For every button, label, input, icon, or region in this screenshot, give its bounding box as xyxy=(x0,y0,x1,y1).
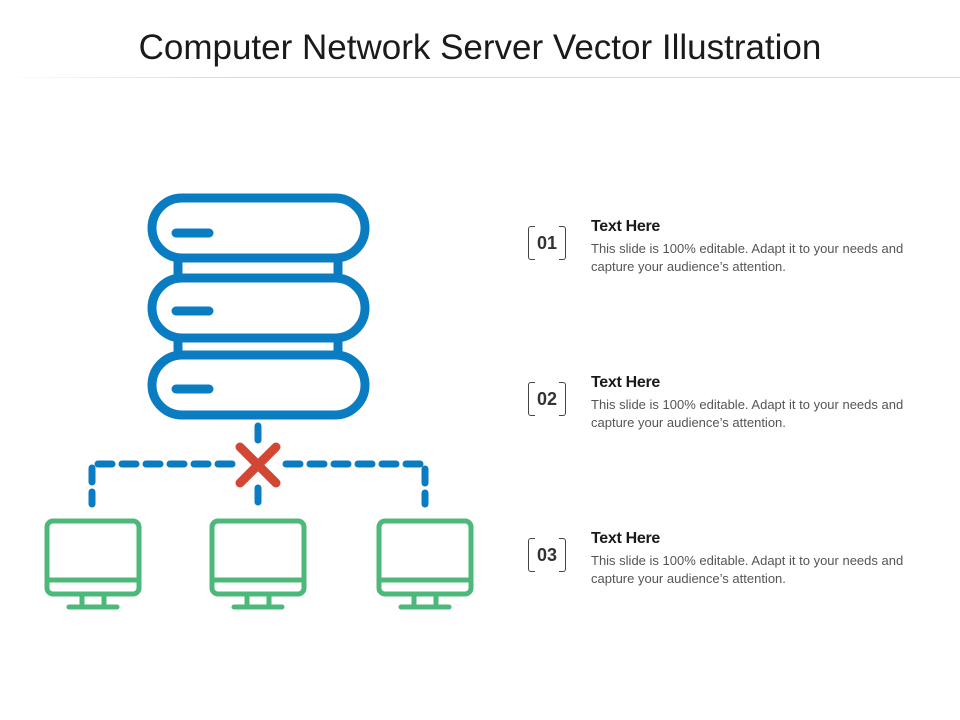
item-description: This slide is 100% editable. Adapt it to… xyxy=(591,241,904,274)
item-description: This slide is 100% editable. Adapt it to… xyxy=(591,397,904,430)
link-right xyxy=(282,460,429,508)
monitor-icon xyxy=(209,518,307,610)
monitor-icon xyxy=(44,518,142,610)
title-divider xyxy=(0,77,960,78)
link-left xyxy=(88,460,236,508)
item-heading: Text Here xyxy=(591,374,661,391)
item-number-badge: 03 xyxy=(526,538,568,572)
server-unit-1 xyxy=(147,193,370,263)
list-item: 01 Text Here This slide is 100% editable… xyxy=(526,218,926,288)
monitor-icon xyxy=(376,518,474,610)
server-stack-icon xyxy=(147,193,370,420)
disconnect-x-icon xyxy=(235,442,281,488)
network-links xyxy=(88,422,429,508)
list-item: 02 Text Here This slide is 100% editable… xyxy=(526,374,926,444)
item-heading: Text Here xyxy=(591,530,661,547)
page-title: Computer Network Server Vector Illustrat… xyxy=(138,28,822,67)
monitors xyxy=(44,518,474,610)
item-description: This slide is 100% editable. Adapt it to… xyxy=(591,553,904,586)
server-unit-2 xyxy=(147,273,370,343)
item-number-badge: 01 xyxy=(526,226,568,260)
server-unit-3 xyxy=(147,350,370,420)
item-heading: Text Here xyxy=(591,218,661,235)
list-item: 03 Text Here This slide is 100% editable… xyxy=(526,530,926,600)
item-number-badge: 02 xyxy=(526,382,568,416)
